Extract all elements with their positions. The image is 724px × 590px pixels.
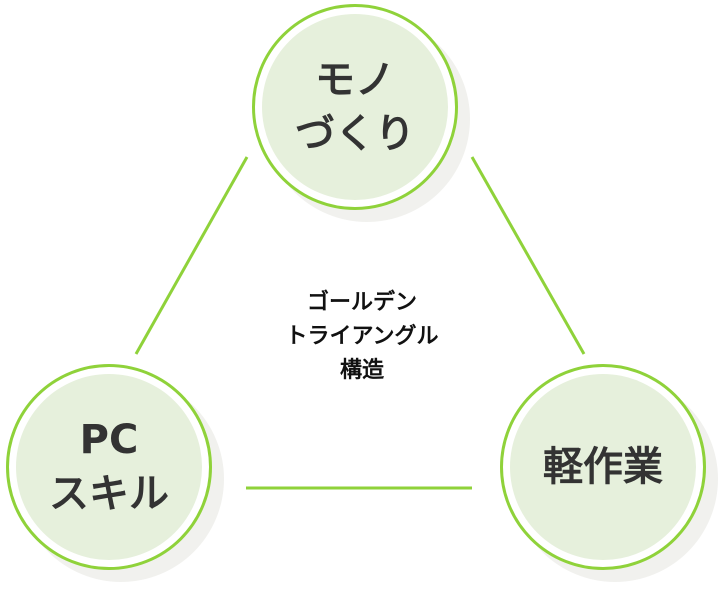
node-label-line: づくり — [295, 111, 415, 157]
center-caption-line: 構造 — [339, 358, 384, 383]
node-label-line: モノ — [315, 57, 395, 103]
node-label-line: PC — [79, 417, 139, 463]
node-pc-skill: PC スキル — [6, 364, 224, 582]
node-fill — [16, 374, 202, 560]
center-caption-line: ゴールデン — [306, 290, 417, 315]
connector-top-left — [134, 156, 249, 355]
node-fill — [262, 14, 448, 200]
node-label: 軽作業 — [500, 364, 706, 570]
node-label: PC スキル — [6, 364, 212, 570]
node-monozukuri: モノ づくり — [252, 4, 470, 222]
node-light-work: 軽作業 — [500, 364, 718, 582]
node-label-line: スキル — [49, 471, 169, 517]
center-caption-line: トライアングル — [285, 324, 439, 349]
node-fill — [510, 374, 696, 560]
node-label: モノ づくり — [252, 4, 458, 210]
node-label-line: 軽作業 — [543, 444, 663, 490]
connector-top-right — [470, 156, 586, 355]
center-caption: ゴールデン トライアングル 構造 — [262, 286, 462, 388]
